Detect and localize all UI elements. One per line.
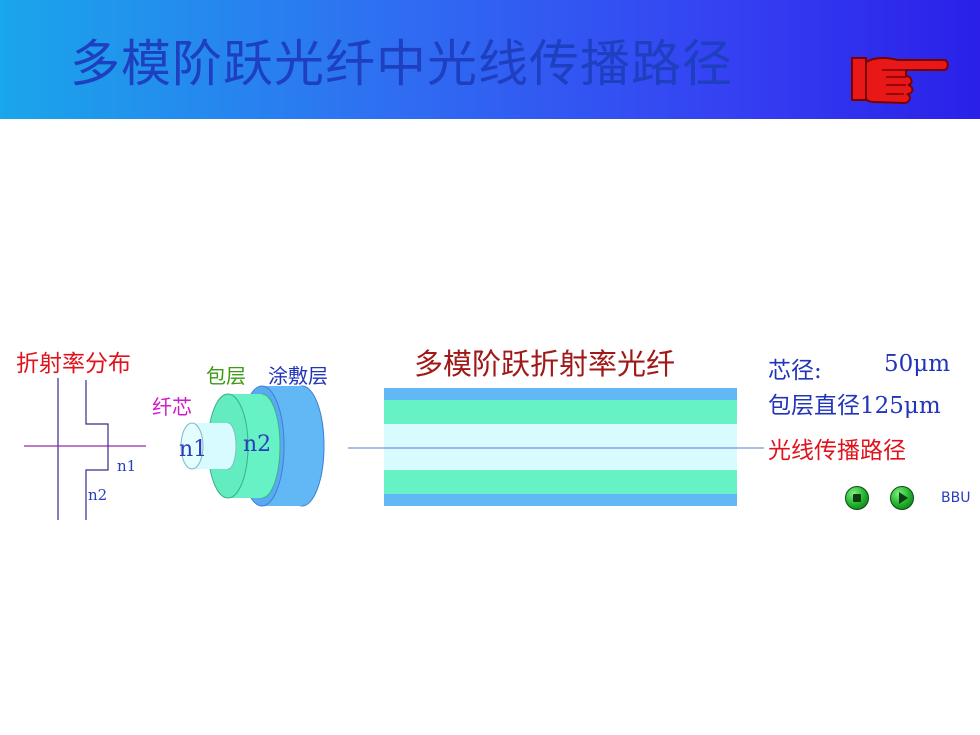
stop-button[interactable] bbox=[845, 486, 869, 510]
profile-n2-label: n2 bbox=[88, 486, 108, 504]
cladding-diameter-label: 包层直径125μm bbox=[768, 393, 941, 419]
pointing-hand-icon[interactable] bbox=[846, 50, 950, 108]
core-diameter-value: 50μm bbox=[884, 351, 951, 377]
fiber-longitudinal bbox=[348, 388, 764, 506]
cladding-index-label: n2 bbox=[243, 432, 272, 457]
fiber-cross-section bbox=[180, 385, 325, 507]
fiber-title: 多模阶跃折射率光纤 bbox=[414, 347, 676, 381]
core-diameter-label: 芯径: bbox=[768, 358, 822, 384]
index-profile-graph bbox=[24, 378, 146, 520]
page-title: 多模阶跃光纤中光线传播路径 bbox=[70, 35, 733, 93]
stop-icon bbox=[853, 494, 861, 502]
bbu-logo-text: BBU bbox=[941, 490, 971, 506]
core-face bbox=[180, 422, 204, 470]
ray-path-label: 光线传播路径 bbox=[768, 438, 906, 464]
coating-label: 涂敷层 bbox=[268, 364, 328, 388]
core-label: 纤芯 bbox=[152, 395, 192, 419]
core-index-label: n1 bbox=[179, 437, 208, 462]
title-banner: 多模阶跃光纤中光线传播路径 bbox=[0, 0, 980, 119]
profile-n1-label: n1 bbox=[117, 457, 137, 475]
play-icon bbox=[899, 492, 908, 504]
play-button[interactable] bbox=[890, 486, 914, 510]
cladding-label: 包层 bbox=[206, 364, 246, 388]
index-profile-title: 折射率分布 bbox=[16, 351, 131, 377]
